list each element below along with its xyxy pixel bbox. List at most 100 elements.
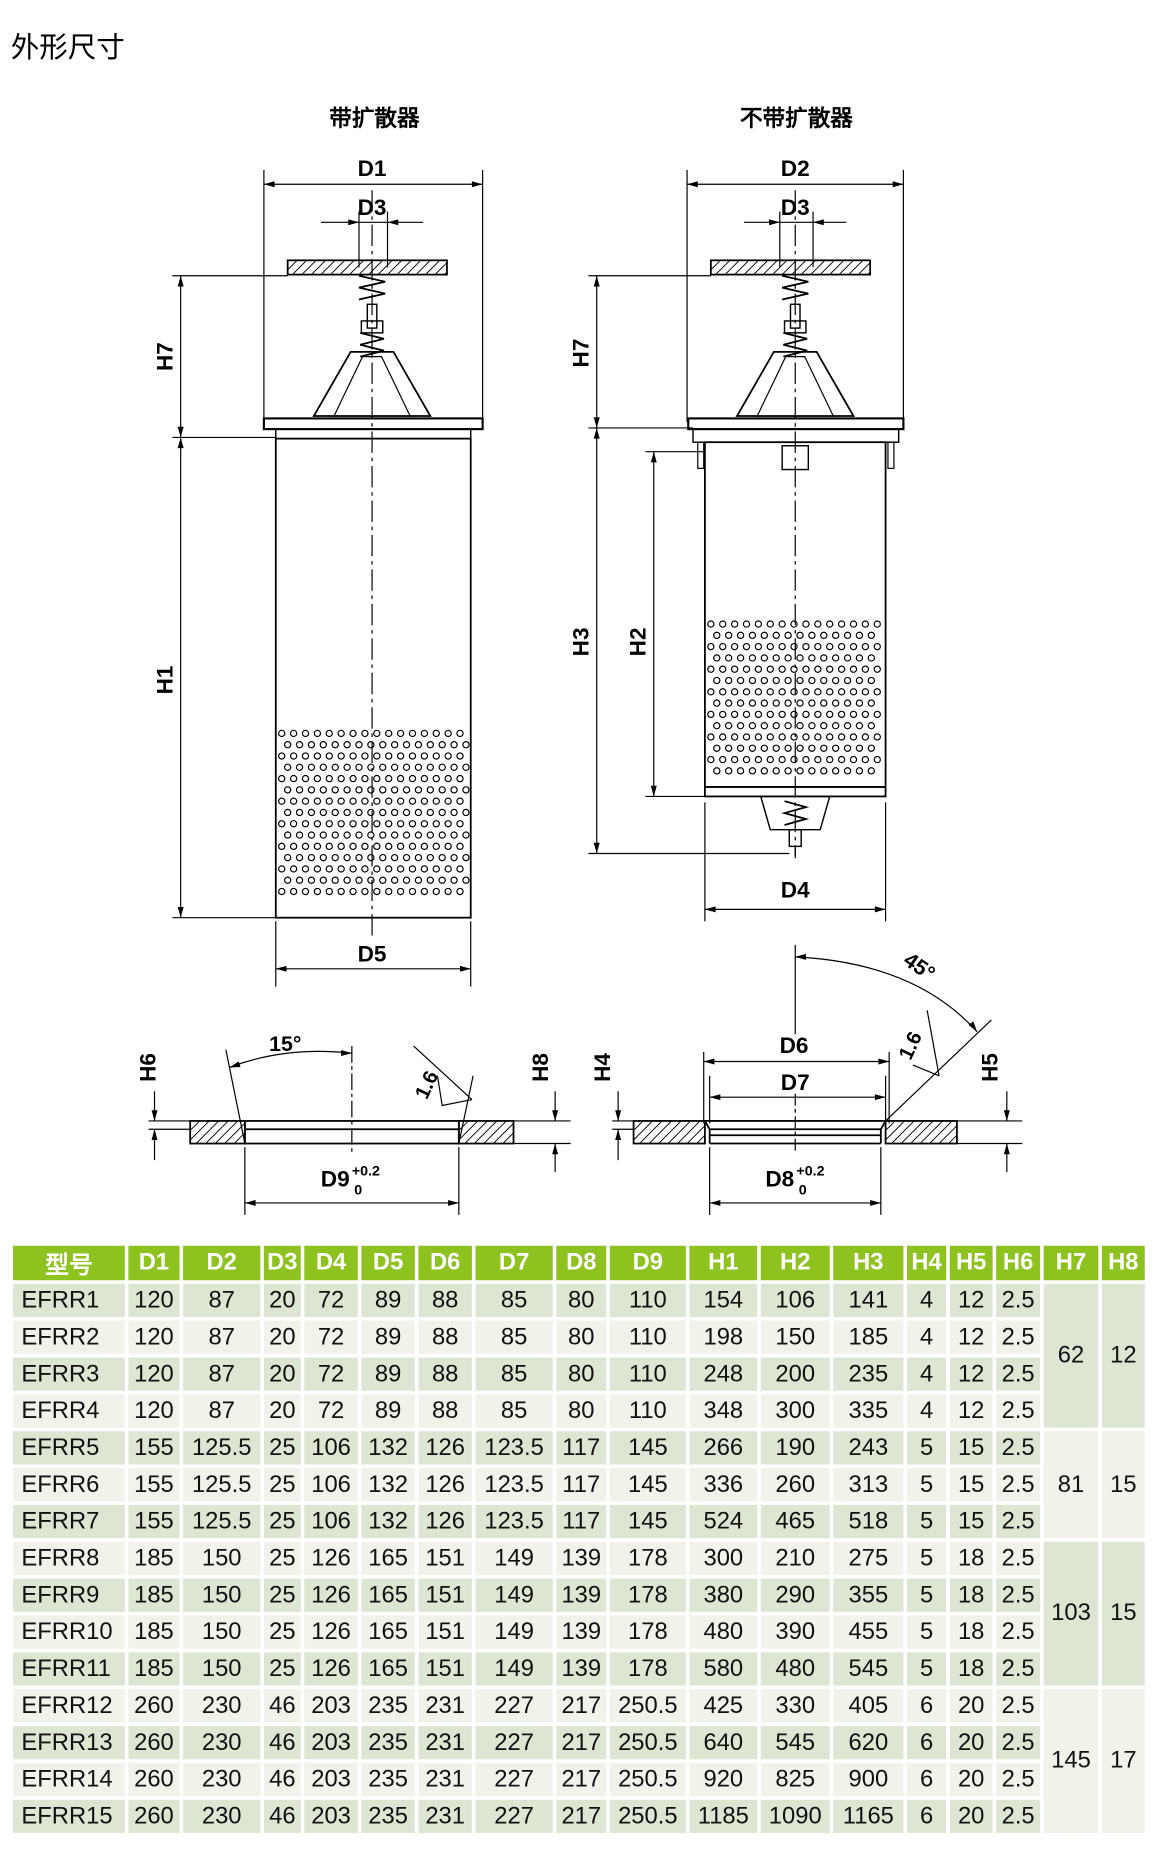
- model-cell: EFRR6: [13, 1468, 125, 1502]
- washer-section: [473, 1120, 498, 1144]
- value-cell-D3: 20: [263, 1394, 301, 1428]
- perforation-pattern: [307, 741, 316, 749]
- merged-cell-H8: 15: [1101, 1431, 1145, 1539]
- value-cell-D4: 126: [304, 1615, 358, 1649]
- perforation-pattern: [444, 797, 452, 805]
- perforation-pattern: [361, 820, 369, 828]
- value-cell-D1: 260: [128, 1799, 180, 1833]
- perforation-pattern: [730, 710, 739, 719]
- perforation-pattern: [438, 786, 446, 794]
- perforation-pattern: [325, 729, 333, 738]
- perforation-pattern: [402, 763, 411, 771]
- value-cell-H5: 18: [949, 1615, 993, 1649]
- mounting-plate: [781, 259, 797, 275]
- perforation-pattern: [736, 744, 745, 752]
- value-cell-H5: 15: [949, 1504, 993, 1539]
- perforation-pattern: [766, 710, 774, 719]
- value-cell-H6: 2.5: [996, 1762, 1041, 1797]
- value-cell-D3: 46: [263, 1725, 301, 1760]
- value-cell-H1: 198: [689, 1320, 758, 1354]
- value-cell-D8: 117: [556, 1431, 607, 1465]
- perforation-pattern: [432, 797, 440, 805]
- washer-section: [677, 1120, 701, 1144]
- label-roughness-left: 1.6: [411, 1068, 443, 1103]
- value-cell-H4: 6: [906, 1762, 947, 1797]
- mounting-plate: [710, 259, 721, 271]
- washer-section: [648, 1120, 672, 1144]
- perforation-pattern: [450, 741, 458, 749]
- perforation-pattern: [325, 820, 333, 828]
- perforation-pattern: [867, 676, 876, 685]
- value-cell-H2: 290: [760, 1578, 830, 1612]
- value-cell-D9: 178: [609, 1578, 686, 1612]
- perforation-pattern: [742, 755, 751, 764]
- model-cell: EFRR11: [13, 1652, 125, 1686]
- perforation-pattern: [760, 631, 769, 640]
- value-cell-D8: 139: [556, 1578, 607, 1612]
- perforation-pattern: [283, 741, 292, 749]
- value-cell-H1: 1185: [689, 1799, 758, 1833]
- perforation-pattern: [719, 710, 727, 719]
- perforation-pattern: [707, 733, 715, 741]
- perforation-pattern: [414, 741, 423, 749]
- value-cell-D9: 145: [609, 1468, 686, 1502]
- mounting-plate: [444, 271, 448, 275]
- value-cell-D4: 72: [304, 1357, 358, 1391]
- value-cell-D7: 227: [475, 1725, 553, 1760]
- column-header-H5: H5: [949, 1245, 993, 1281]
- value-cell-D5: 235: [361, 1725, 415, 1760]
- value-cell-H1: 248: [689, 1357, 758, 1391]
- value-cell-D8: 139: [556, 1615, 607, 1649]
- perforation-pattern: [724, 699, 733, 707]
- value-cell-H1: 300: [689, 1541, 758, 1576]
- value-cell-D8: 217: [556, 1762, 607, 1797]
- perforation-pattern: [855, 767, 864, 775]
- washer-section: [686, 1125, 706, 1144]
- perforation-pattern: [831, 699, 840, 707]
- value-cell-H5: 12: [949, 1320, 993, 1354]
- value-cell-D2: 230: [183, 1689, 261, 1723]
- value-cell-H6: 2.5: [996, 1541, 1041, 1576]
- value-cell-D6: 88: [418, 1394, 472, 1428]
- perforation-pattern: [343, 741, 351, 749]
- value-cell-D4: 203: [304, 1689, 358, 1723]
- perforation-pattern: [784, 767, 792, 775]
- perforation-pattern: [719, 620, 727, 628]
- perforation-pattern: [837, 688, 846, 696]
- mounting-plate: [349, 259, 365, 275]
- model-cell: EFRR4: [13, 1394, 125, 1428]
- value-cell-D1: 120: [128, 1320, 180, 1354]
- perforation-pattern: [730, 642, 739, 651]
- mounting-plate: [292, 259, 308, 275]
- perforation-pattern: [444, 820, 452, 828]
- value-cell-D9: 178: [609, 1652, 686, 1686]
- merged-cell-H7: 103: [1043, 1541, 1099, 1686]
- perforation-pattern: [426, 808, 434, 817]
- perforation-pattern: [843, 744, 852, 752]
- perforation-pattern: [343, 876, 351, 884]
- value-cell-H5: 12: [949, 1283, 993, 1318]
- value-cell-D5: 165: [361, 1615, 415, 1649]
- value-cell-D5: 132: [361, 1468, 415, 1502]
- perforation-pattern: [432, 842, 440, 851]
- perforation-pattern: [707, 688, 715, 696]
- mounting-plate: [857, 262, 871, 275]
- value-cell-H3: 405: [833, 1689, 904, 1723]
- perforation-pattern: [456, 842, 464, 851]
- merged-cell-H7: 81: [1043, 1431, 1099, 1539]
- perforation-pattern: [826, 733, 834, 741]
- perforation-pattern: [361, 842, 369, 851]
- mounting-plate: [368, 259, 384, 275]
- model-cell: EFRR1: [13, 1283, 125, 1318]
- perforation-pattern: [337, 820, 345, 828]
- value-cell-D7: 85: [475, 1283, 553, 1318]
- washer-section: [885, 1120, 896, 1131]
- value-cell-H3: 620: [833, 1725, 904, 1760]
- perforation-pattern: [295, 831, 304, 839]
- value-cell-D7: 149: [475, 1615, 553, 1649]
- perforation-pattern: [278, 842, 286, 851]
- value-cell-D1: 185: [128, 1652, 180, 1686]
- perforation-pattern: [790, 688, 798, 696]
